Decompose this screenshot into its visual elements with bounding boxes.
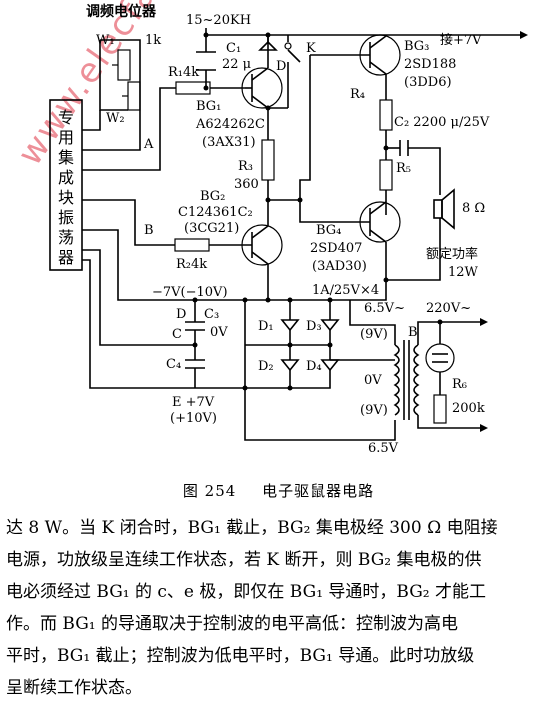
label-c3-value: 0V bbox=[210, 325, 228, 340]
label-bg2-alt: (3CG21) bbox=[184, 221, 239, 236]
label-r3-value: 360 bbox=[234, 177, 259, 192]
label-diode-d: D bbox=[276, 59, 286, 74]
resistor-r3 bbox=[261, 139, 275, 181]
label-c3: C₃ bbox=[204, 307, 219, 322]
label-bg1-model: A624262C bbox=[195, 117, 265, 132]
label-c1-value: 22 μ bbox=[222, 57, 251, 72]
label-rated-power-value: 12W bbox=[448, 265, 479, 280]
label-plus7v: 接+7V bbox=[440, 32, 482, 48]
neon-lamp-icon bbox=[425, 343, 455, 373]
label-bg1-alt: (3AX31) bbox=[202, 135, 256, 150]
label-bg4-alt: (3AD30) bbox=[312, 259, 367, 274]
label-zero-v: 0V bbox=[364, 373, 382, 388]
pot-title: 调频电位器 bbox=[86, 3, 157, 20]
figure-caption: 图 254 电子驱鼠器电路 bbox=[0, 480, 557, 501]
labels: 调频电位器 W₁ 1k W₂ 15~20KH C₁ 22 μ D K BG₃ 接… bbox=[86, 3, 490, 456]
label-bg3: BG₃ bbox=[404, 39, 429, 54]
oscillator-chip-label: 专用集成块振荡器 bbox=[58, 108, 75, 267]
label-c4: C₄ bbox=[166, 357, 181, 372]
label-d4: D₄ bbox=[306, 359, 322, 374]
label-d1: D₁ bbox=[258, 319, 274, 334]
label-rated-power: 额定功率 bbox=[426, 246, 478, 262]
label-b-node: B bbox=[408, 325, 418, 340]
label-w2: W₂ bbox=[106, 111, 125, 126]
speaker-icon bbox=[433, 199, 443, 219]
label-switch-k: K bbox=[306, 41, 316, 56]
label-r1: R₁4k bbox=[168, 65, 199, 80]
resistor-r4 bbox=[379, 99, 393, 131]
label-bg2: BG₂ bbox=[200, 189, 225, 204]
label-v9-bottom: (9V) bbox=[360, 403, 388, 418]
label-diode-rating: 1A/25V×4 bbox=[312, 283, 379, 298]
body-line: 平时，BG₁ 截止；控制波为低电平时，BG₁ 导通。此时功放级 bbox=[6, 646, 475, 666]
pot-w2 bbox=[127, 81, 141, 111]
transistor-bg1 bbox=[241, 67, 283, 109]
label-d2: D₂ bbox=[258, 359, 274, 374]
label-v9-top: (9V) bbox=[360, 327, 388, 342]
resistor-r5 bbox=[379, 159, 393, 191]
label-w1-value: 1k bbox=[145, 33, 161, 48]
body-line: 作。而 BG₁ 的导通取决于控制波的电平高低：控制波为高电 bbox=[6, 614, 459, 634]
label-v65-top: 6.5V~ bbox=[364, 301, 405, 316]
label-speaker-ohm: 8 Ω bbox=[462, 201, 485, 216]
body-line: 电源，功放级呈连续工作状态，若 K 断开，则 BG₂ 集电极的供 bbox=[6, 550, 482, 570]
circuit-diagram: 调频电位器 W₁ 1k W₂ 15~20KH C₁ 22 μ D K BG₃ 接… bbox=[49, 3, 528, 456]
label-bg4: BG₄ bbox=[316, 223, 341, 238]
pot-w1 bbox=[117, 49, 131, 81]
label-r6-value: 200k bbox=[452, 401, 485, 416]
label-e-alt: (+10V) bbox=[170, 411, 217, 426]
label-bg4-model: 2SD407 bbox=[310, 241, 362, 256]
label-v65-bottom: 6.5V bbox=[368, 441, 399, 456]
caption-number: 图 254 bbox=[182, 482, 237, 500]
label-bg3-alt: (3DD6) bbox=[404, 75, 452, 90]
body-line: 达 8 W。当 K 闭合时，BG₁ 截止，BG₂ 集电极经 300 Ω 电阻接 bbox=[6, 518, 498, 538]
label-a: A bbox=[143, 137, 154, 152]
body-text: 达 8 W。当 K 闭合时，BG₁ 截止，BG₂ 集电极经 300 Ω 电阻接 … bbox=[6, 512, 554, 704]
label-r5: R₅ bbox=[396, 161, 411, 176]
oscillator-chip bbox=[49, 99, 83, 271]
label-freq: 15~20KH bbox=[186, 13, 251, 28]
label-bg1: BG₁ bbox=[196, 99, 221, 114]
label-d3: D₃ bbox=[306, 319, 322, 334]
wires bbox=[49, 28, 528, 441]
label-e: E +7V bbox=[172, 395, 215, 410]
caption-title: 电子驱鼠器电路 bbox=[262, 482, 375, 500]
label-r3: R₃ bbox=[238, 159, 253, 174]
label-c-node: C bbox=[172, 327, 182, 342]
body-line: 电必须经过 BG₁ 的 c、e 极，即仅在 BG₁ 导通时，BG₂ 才能工 bbox=[6, 582, 487, 602]
label-minus7v: −7V(−10V) bbox=[152, 285, 228, 300]
label-d-node: D bbox=[176, 307, 186, 322]
label-r4: R₄ bbox=[350, 87, 365, 102]
label-w1: W₁ bbox=[96, 33, 115, 48]
label-b: B bbox=[144, 223, 154, 238]
resistor-r2 bbox=[174, 238, 210, 252]
label-c2: C₂ 2200 μ/25V bbox=[394, 115, 490, 130]
label-r2: R₂4k bbox=[176, 257, 207, 272]
label-v220: 220V~ bbox=[426, 301, 471, 316]
resistor-r6 bbox=[433, 394, 447, 424]
label-bg3-model: 2SD188 bbox=[404, 57, 456, 72]
label-bg2-model: C124361C₂ bbox=[178, 205, 253, 220]
body-line: 呈断续工作状态。 bbox=[6, 678, 142, 698]
label-r6: R₆ bbox=[452, 377, 467, 392]
label-c1: C₁ bbox=[226, 41, 241, 56]
